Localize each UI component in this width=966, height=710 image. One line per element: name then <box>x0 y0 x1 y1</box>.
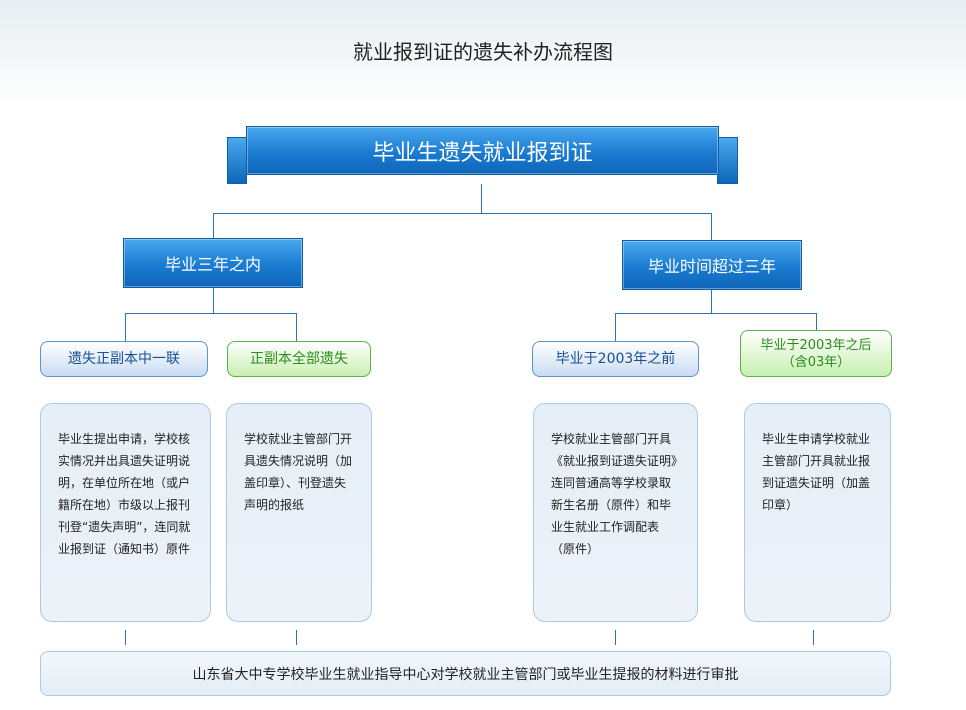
case-one-copy-lost: 遗失正副本中一联 <box>40 341 208 377</box>
branch-over-three-years: 毕业时间超过三年 <box>622 240 802 290</box>
page-title: 就业报到证的遗失补办流程图 <box>353 40 613 64</box>
root-left-tab <box>227 137 247 184</box>
connector <box>816 313 817 330</box>
case-after-2003-label: 毕业于2003年之后 <box>760 337 872 353</box>
root-right-tab <box>717 137 738 184</box>
case-content-before-2003: 学校就业主管部门开具《就业报到证遗失证明》连同普通高等学校录取新生名册（原件）和… <box>533 403 698 622</box>
connector <box>813 630 814 645</box>
connector <box>296 313 297 341</box>
connector <box>615 630 616 645</box>
connector <box>125 313 297 314</box>
root-node: 毕业生遗失就业报到证 <box>246 126 719 175</box>
case-after-2003-note: （含03年） <box>781 354 851 370</box>
header-background <box>0 0 966 110</box>
connector <box>213 288 214 313</box>
case-after-2003: 毕业于2003年之后 （含03年） <box>740 330 892 377</box>
case-content-after-2003: 毕业生申请学校就业主管部门开具就业报到证遗失证明（加盖印章） <box>744 403 891 622</box>
connector <box>125 313 126 341</box>
connector <box>711 290 712 313</box>
connector <box>481 184 482 213</box>
case-content-one-copy-lost: 毕业生提出申请，学校核实情况并出具遗失证明说明，在单位所在地（或户籍所在地）市级… <box>40 403 211 622</box>
final-approval-step: 山东省大中专学校毕业生就业指导中心对学校就业主管部门或毕业生提报的材料进行审批 <box>40 651 891 696</box>
case-content-all-copies-lost: 学校就业主管部门开具遗失情况说明（加盖印章）、刊登遗失声明的报纸 <box>226 403 372 622</box>
connector <box>213 213 214 238</box>
connector <box>296 630 297 645</box>
case-all-copies-lost: 正副本全部遗失 <box>227 341 371 377</box>
connector <box>125 630 126 645</box>
connector <box>615 313 616 341</box>
connector <box>213 213 712 214</box>
branch-within-three-years: 毕业三年之内 <box>123 238 303 288</box>
case-before-2003: 毕业于2003年之前 <box>532 341 699 377</box>
connector <box>711 213 712 240</box>
connector <box>615 313 817 314</box>
